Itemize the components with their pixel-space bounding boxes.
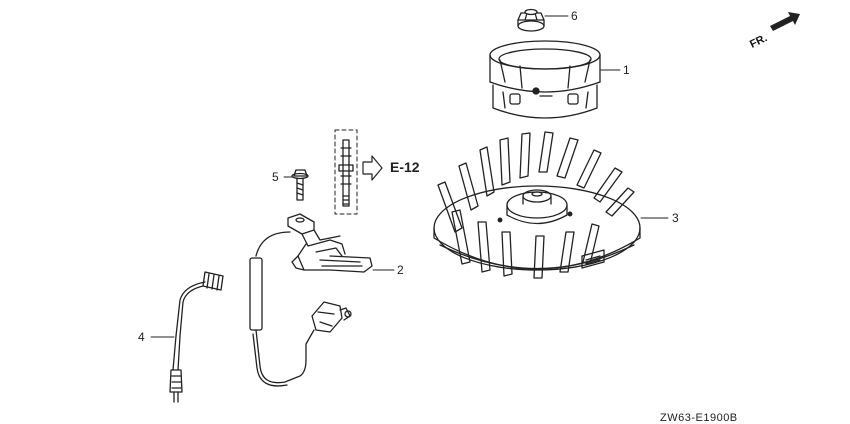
callout-1: 1 [623, 63, 630, 77]
stud-bolt [338, 139, 354, 207]
front-direction-arrow [770, 12, 800, 31]
callout-2: 2 [397, 263, 404, 277]
callout-4: 4 [138, 330, 145, 344]
callout-6: 6 [571, 9, 578, 23]
stop-switch-wire [169, 271, 224, 403]
reference-label: E-12 [390, 159, 420, 175]
ignition-coil [249, 213, 373, 387]
drawing-code: ZW63-E1900B [660, 412, 738, 424]
flange-nut [517, 8, 545, 32]
starter-pulley [489, 40, 601, 119]
flywheel [433, 131, 641, 279]
callout-5: 5 [272, 170, 279, 184]
flange-bolt [291, 169, 309, 201]
callout-3: 3 [672, 211, 679, 225]
reference-arrow [362, 155, 383, 181]
